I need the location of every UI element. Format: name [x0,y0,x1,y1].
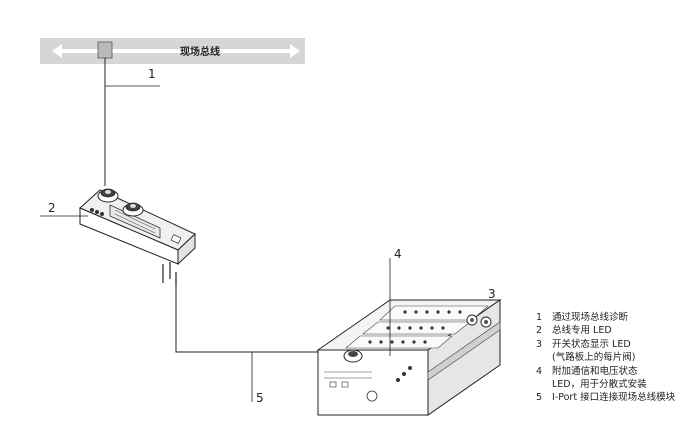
led-icon [95,210,99,214]
fieldbus-title: 现场总线 [180,45,220,58]
iport-cable [175,286,324,353]
callout-3: 3 [488,287,496,301]
callout-4: 4 [394,247,402,261]
fieldbus-node-icon [97,41,113,59]
led-icon [396,378,400,382]
legend-item-continuation: (气路板上的每片阀) [552,352,636,364]
valve-terminal [316,299,502,416]
led-icon [408,366,412,370]
led-icon [90,208,94,212]
callout-5: 5 [256,391,264,405]
led-icon [100,212,104,216]
led-icon [402,372,406,376]
fieldbus-band: 现场总线 [40,38,305,64]
fieldbus-module [79,188,196,286]
callout-1: 1 [148,67,156,81]
callout-2: 2 [48,201,56,215]
legend-item-continuation: LED，用于分散式安装 [552,379,647,391]
